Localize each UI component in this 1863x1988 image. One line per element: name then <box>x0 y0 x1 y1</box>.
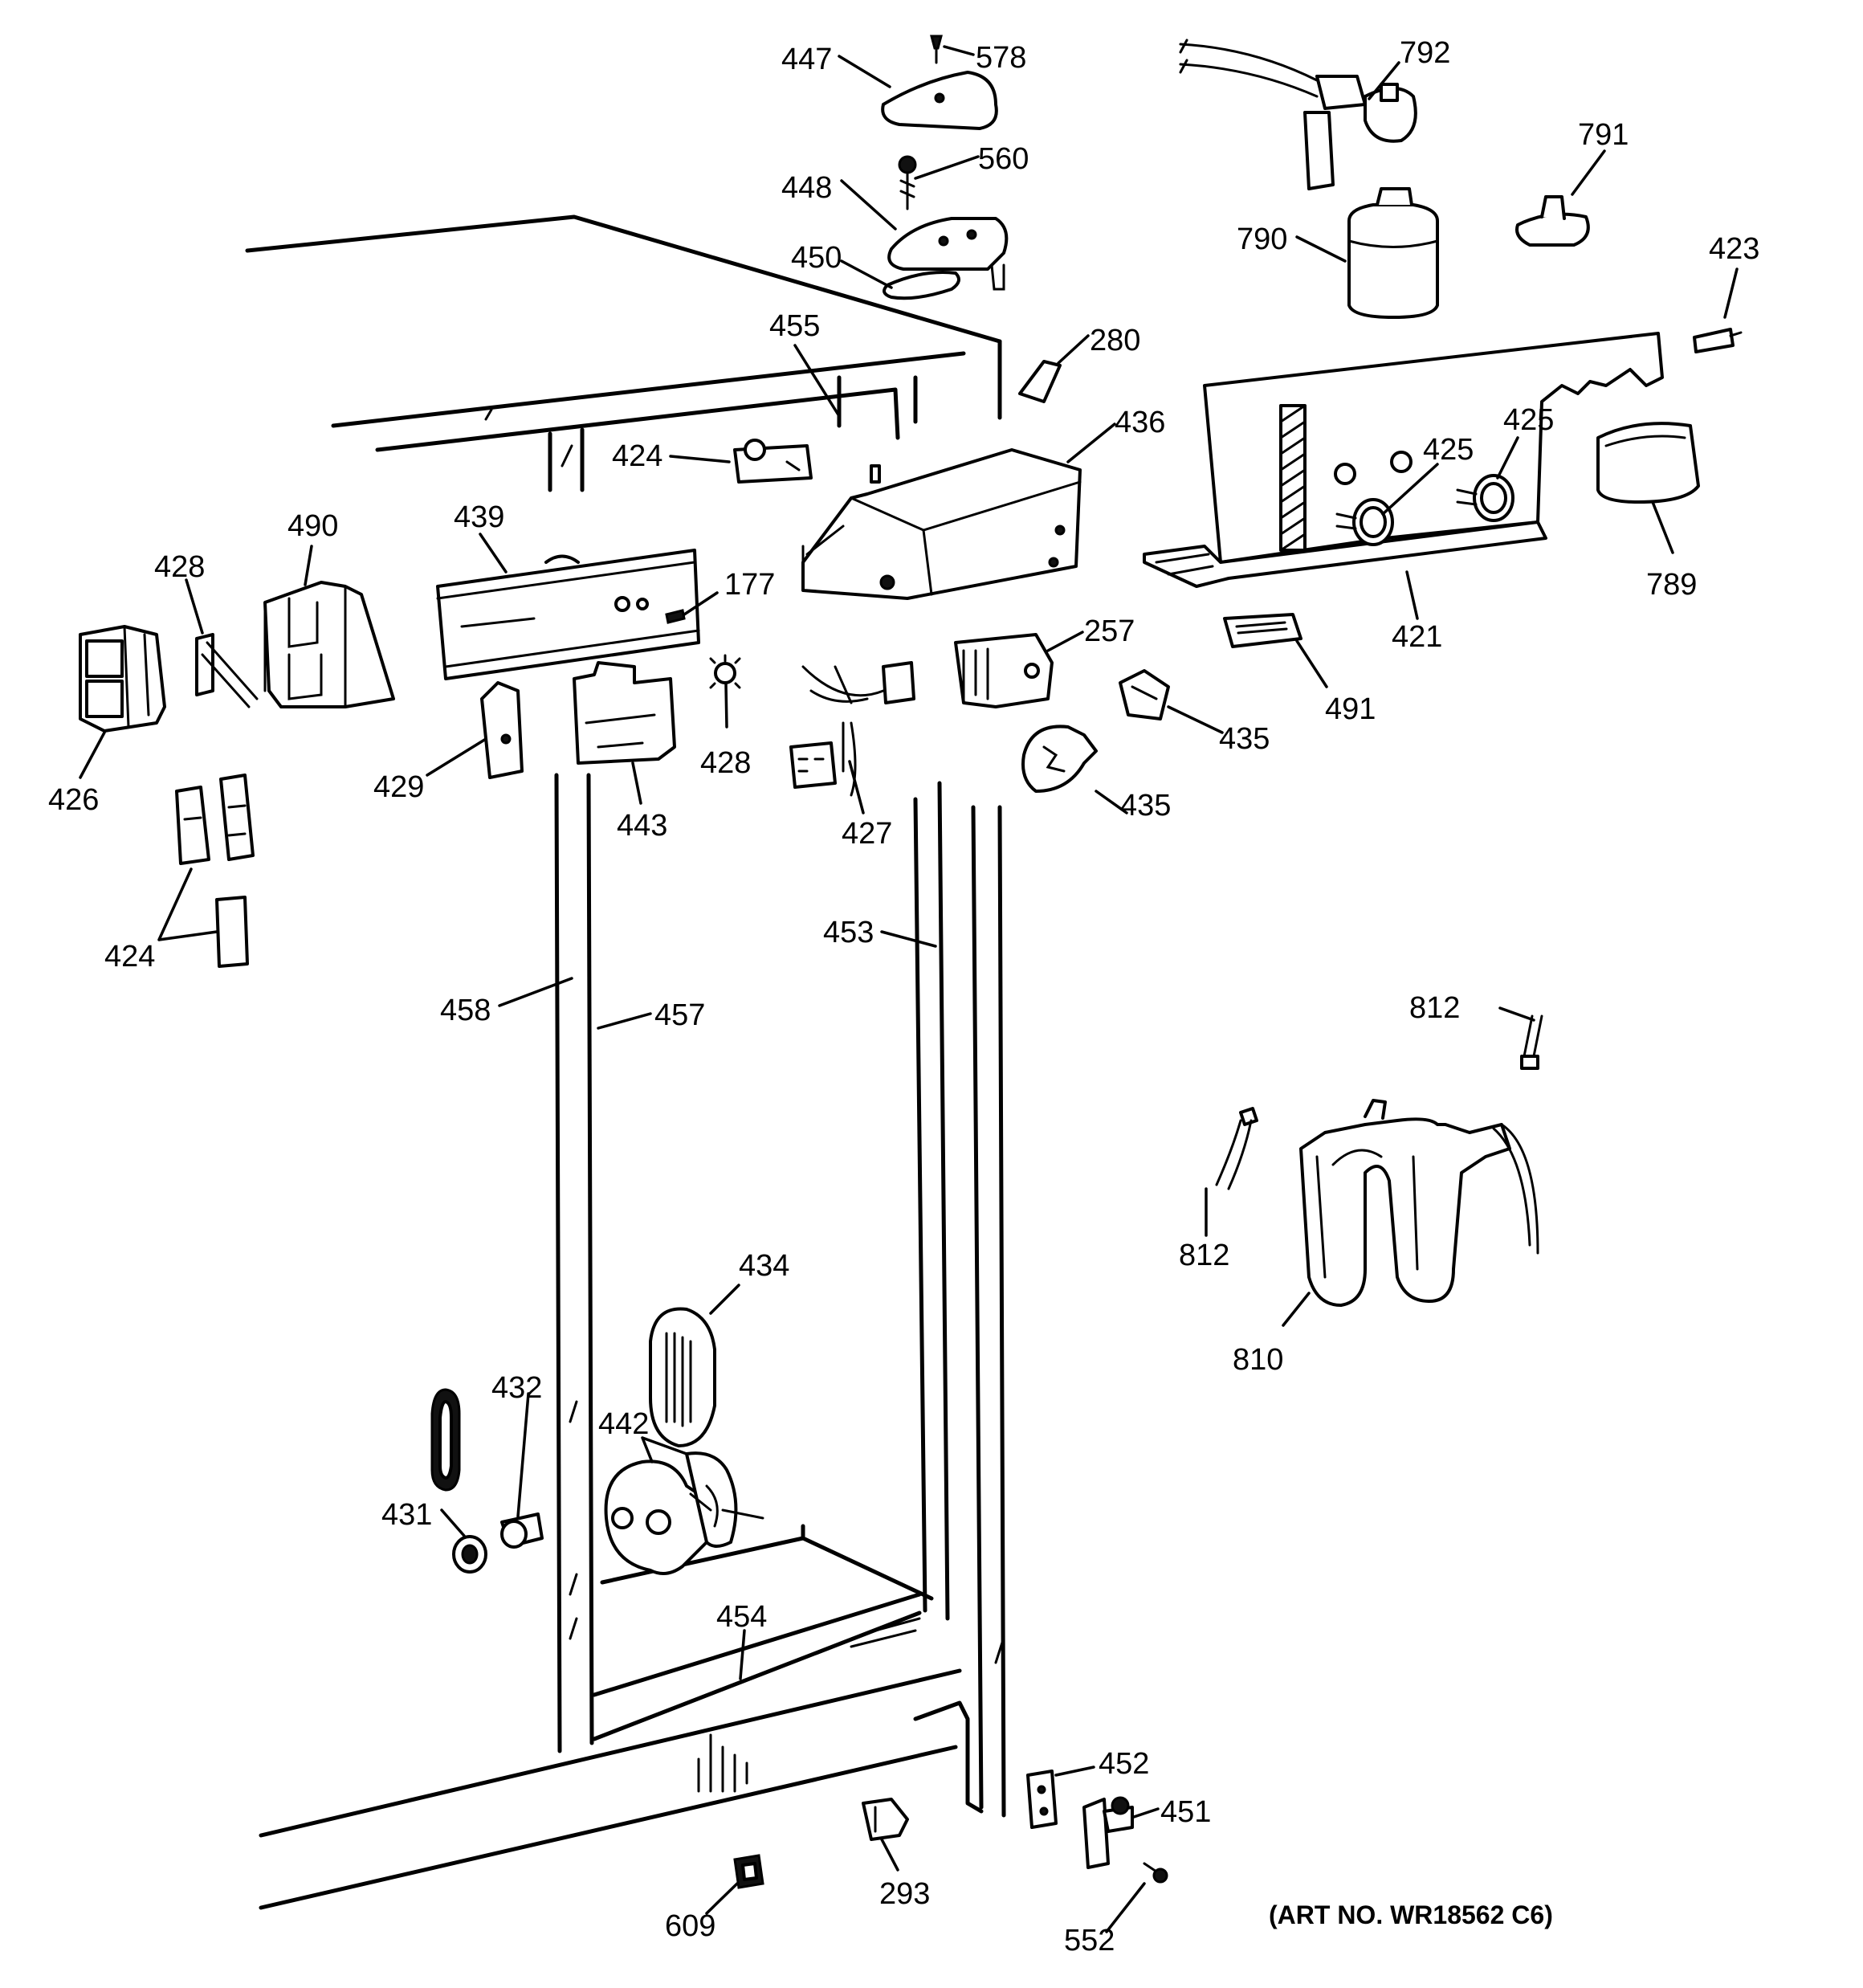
callout-428-left: 428 <box>154 550 205 584</box>
switch-491 <box>1223 613 1302 648</box>
callout-491: 491 <box>1325 692 1376 726</box>
clip-609 <box>733 1854 764 1889</box>
callout-447: 447 <box>781 43 832 76</box>
terminal-428-left <box>195 633 259 708</box>
screw-560 <box>898 155 917 210</box>
hinge-451 <box>1082 1796 1134 1869</box>
callout-552: 552 <box>1064 1924 1115 1957</box>
knob-425-left <box>1335 498 1394 546</box>
callout-791: 791 <box>1578 118 1629 152</box>
thermostat-424 <box>733 439 813 484</box>
callout-280: 280 <box>1090 324 1140 357</box>
callout-451: 451 <box>1160 1795 1211 1829</box>
water-filter-790 <box>1347 187 1439 319</box>
callout-434: 434 <box>739 1249 789 1283</box>
callout-790: 790 <box>1237 222 1287 256</box>
callout-428-gear: 428 <box>700 746 751 780</box>
light-bulb-435 <box>1021 725 1098 793</box>
callout-443: 443 <box>617 809 667 843</box>
control-housing-436 <box>801 448 1082 600</box>
leader-lines <box>79 45 1739 1933</box>
callout-609: 609 <box>665 1909 715 1943</box>
spacer-432 <box>500 1512 544 1549</box>
callout-442: 442 <box>598 1407 649 1441</box>
hinge-448 <box>887 217 1009 291</box>
callout-789: 789 <box>1646 568 1697 602</box>
light-lens-789 <box>1596 422 1700 504</box>
switch-426 <box>79 625 166 733</box>
screw-423 <box>1693 328 1743 353</box>
filter-cap-791 <box>1515 195 1590 247</box>
callout-452: 452 <box>1099 1747 1149 1781</box>
callout-435-socket: 435 <box>1219 722 1270 756</box>
switch-set-424 <box>175 774 255 968</box>
callout-450: 450 <box>791 241 842 275</box>
bracket-439 <box>436 549 700 680</box>
callout-427: 427 <box>842 817 892 851</box>
callout-421: 421 <box>1392 620 1442 654</box>
callout-257: 257 <box>1084 614 1135 648</box>
screw-578 <box>930 35 943 64</box>
callout-792: 792 <box>1400 36 1450 70</box>
callout-432: 432 <box>491 1371 542 1405</box>
clip-429 <box>480 681 524 779</box>
screw-552 <box>1143 1862 1168 1884</box>
fan-guard-442 <box>604 1451 764 1575</box>
callout-labels: 447 578 792 560 791 448 790 423 450 455 … <box>48 36 1759 1957</box>
callout-453: 453 <box>823 916 874 949</box>
callout-455: 455 <box>769 309 820 343</box>
callout-426: 426 <box>48 783 99 817</box>
drain-tube-812-upper <box>1520 1014 1543 1070</box>
timer-257 <box>954 633 1054 708</box>
callout-448: 448 <box>781 171 832 205</box>
callout-578: 578 <box>976 41 1026 75</box>
callout-424-set: 424 <box>104 940 155 974</box>
callout-431: 431 <box>381 1498 432 1532</box>
callout-810: 810 <box>1233 1343 1283 1377</box>
switch-bracket-490 <box>263 581 395 708</box>
bracket-443 <box>573 661 676 765</box>
grommet-oval <box>430 1388 461 1492</box>
shim-450 <box>883 271 960 300</box>
socket-435 <box>1119 669 1170 720</box>
harness-427 <box>789 661 915 797</box>
callout-425-right: 425 <box>1503 403 1554 437</box>
callout-293: 293 <box>879 1877 930 1911</box>
drain-tube-812-lower <box>1215 1107 1258 1190</box>
callout-457: 457 <box>654 998 705 1032</box>
control-panel-421 <box>1143 332 1664 588</box>
callout-425-left: 425 <box>1423 433 1474 467</box>
screw-177 <box>665 609 686 624</box>
callout-435-bulb: 435 <box>1120 789 1171 823</box>
gear-428 <box>709 654 741 689</box>
defrost-heater-810 <box>1299 1099 1539 1307</box>
hinge-plate-452 <box>1026 1770 1058 1829</box>
callout-812-lower: 812 <box>1179 1239 1229 1272</box>
callout-423: 423 <box>1709 232 1759 266</box>
hinge-cover-447 <box>881 71 998 130</box>
clip-293 <box>862 1798 909 1841</box>
callout-490: 490 <box>287 509 338 543</box>
callout-439: 439 <box>454 500 504 534</box>
callout-560: 560 <box>978 142 1029 176</box>
water-valve-792 <box>1179 39 1417 190</box>
callout-812-upper: 812 <box>1409 991 1460 1025</box>
knob-425-right <box>1456 474 1514 522</box>
art-number: (ART NO. WR18562 C6) <box>1269 1900 1553 1929</box>
callout-436: 436 <box>1115 406 1165 439</box>
callout-424-top: 424 <box>612 439 662 473</box>
callout-429: 429 <box>373 770 424 804</box>
callout-177: 177 <box>724 568 775 602</box>
cabinet-frame <box>245 214 1006 1910</box>
callout-454: 454 <box>716 1600 767 1634</box>
drain-trough-434 <box>649 1307 716 1447</box>
callout-458: 458 <box>440 994 491 1027</box>
grommet-431 <box>452 1535 487 1574</box>
light-shield-280 <box>1018 360 1062 403</box>
